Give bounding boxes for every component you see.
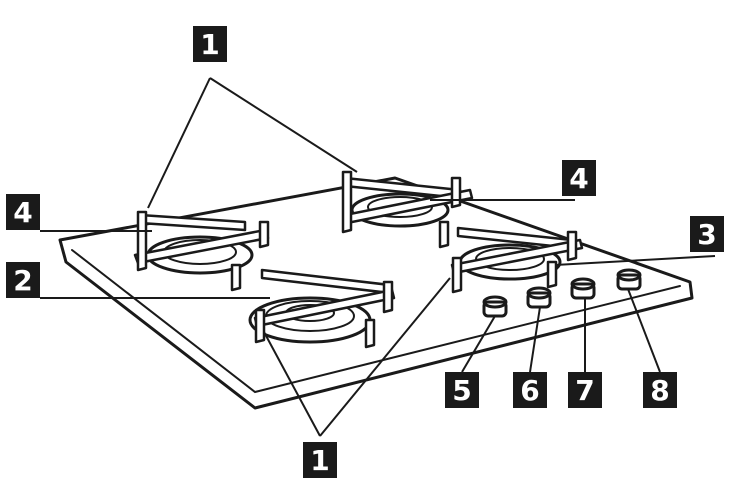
pan-support-left <box>133 210 270 292</box>
control-knob-8 <box>616 268 642 291</box>
svg-text:4: 4 <box>13 196 32 229</box>
svg-text:1: 1 <box>310 444 329 477</box>
svg-text:3: 3 <box>697 218 716 251</box>
callout-knob-6: 6 <box>513 372 547 408</box>
svg-text:4: 4 <box>569 162 588 195</box>
control-knob-6 <box>526 286 552 309</box>
leader-5 <box>461 315 496 373</box>
svg-text:7: 7 <box>575 374 594 407</box>
pan-support-front-left <box>253 268 396 349</box>
svg-text:6: 6 <box>520 374 539 407</box>
callout-left-small-burner: 4 <box>6 194 40 230</box>
leader-6 <box>529 306 541 373</box>
callout-rapid-burner: 3 <box>690 216 724 252</box>
callout-knob-7: 7 <box>568 372 602 408</box>
callout-right-small-burner: 4 <box>562 160 596 196</box>
svg-text:8: 8 <box>650 374 669 407</box>
control-knob-5 <box>482 295 508 318</box>
leader-bottom-1-left <box>263 331 321 437</box>
control-knob-7 <box>570 277 596 300</box>
leader-top-1-right <box>209 77 358 173</box>
leader-top-1-left <box>147 77 211 209</box>
callout-knob-8: 8 <box>643 372 677 408</box>
callout-top-pan-supports: 1 <box>193 26 227 62</box>
callout-bottom-pan-supports: 1 <box>303 442 337 478</box>
callout-triple-crown-burner: 2 <box>6 262 40 298</box>
svg-text:5: 5 <box>452 374 471 407</box>
leader-lines <box>40 77 716 437</box>
leader-3 <box>554 255 716 266</box>
svg-text:2: 2 <box>13 264 32 297</box>
svg-text:1: 1 <box>200 28 219 61</box>
callout-knob-5: 5 <box>445 372 479 408</box>
pan-support-right <box>450 226 584 294</box>
leader-bottom-1-right <box>319 277 451 437</box>
leader-8 <box>627 288 661 373</box>
